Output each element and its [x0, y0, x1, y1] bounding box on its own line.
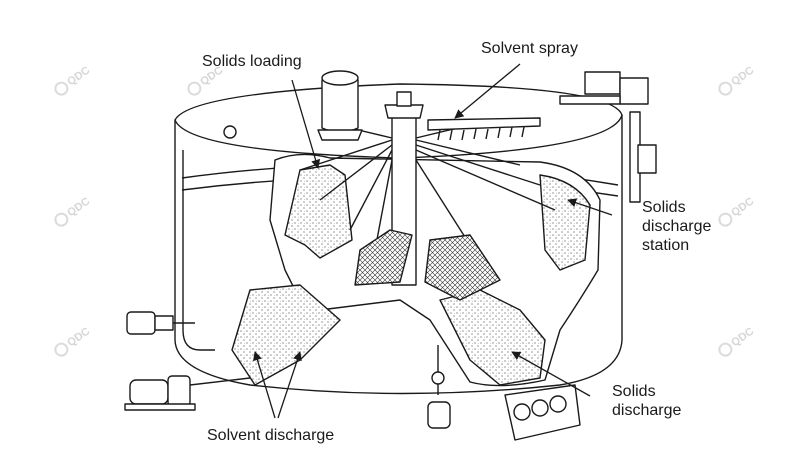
spray-nozzles	[437, 126, 525, 141]
leader-solids-loading	[291, 79, 321, 169]
side-pipe	[182, 150, 215, 351]
drain-valve	[427, 345, 451, 429]
label-solids-discharge-station: Solids discharge station	[642, 199, 712, 254]
label-solids-discharge: Solids discharge	[612, 383, 682, 419]
drive-motor	[559, 71, 657, 203]
solids-bottom-right	[439, 289, 546, 386]
grate-right	[424, 234, 501, 301]
discharge-conveyor	[504, 384, 581, 441]
pump-left-upper	[126, 311, 195, 335]
leader-solids-discharge-station	[567, 198, 613, 216]
label-solvent-discharge: Solvent discharge	[207, 427, 335, 444]
pump-left-lower	[124, 375, 251, 411]
leader-solvent-discharge-1	[253, 351, 276, 419]
grate-left	[354, 229, 413, 286]
leader-solvent-spray	[454, 63, 521, 119]
label-solids-loading: Solids loading	[202, 53, 302, 70]
leader-solids-discharge	[511, 351, 591, 397]
label-solvent-spray: Solvent spray	[481, 40, 578, 57]
solids-right	[539, 174, 591, 271]
leader-solvent-discharge-2	[277, 351, 302, 419]
